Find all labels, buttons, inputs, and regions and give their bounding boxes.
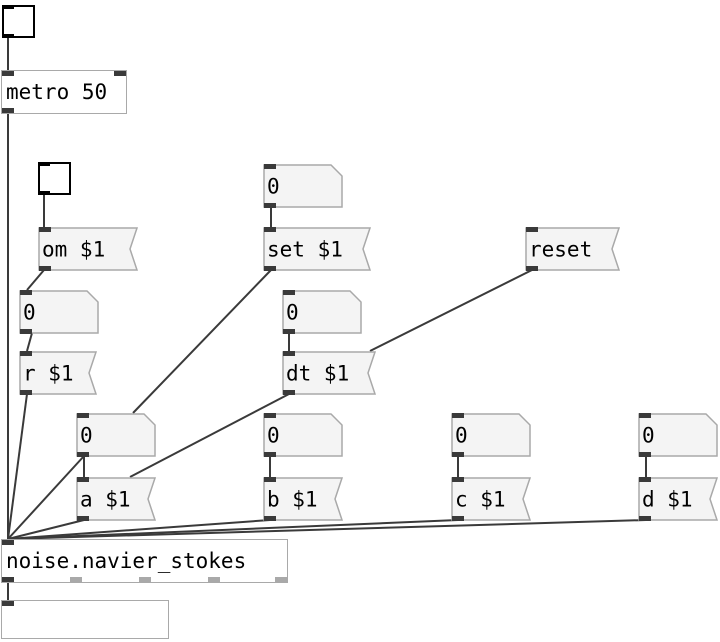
message-label: dt $1 <box>286 361 350 386</box>
metro-outlet <box>2 108 14 113</box>
number-box-dt[interactable]: 0 <box>282 290 362 334</box>
message-b[interactable]: b $1 <box>263 477 344 521</box>
message-label: om $1 <box>42 237 106 262</box>
message-label: set $1 <box>267 237 343 262</box>
number-value: 0 <box>267 174 280 199</box>
number-box-r[interactable]: 0 <box>19 290 99 334</box>
object-outlet-3 <box>139 577 151 582</box>
message-box-shape <box>19 351 98 395</box>
message-reset[interactable]: reset <box>525 227 621 271</box>
metro-label: metro 50 <box>6 79 108 104</box>
number-value: 0 <box>455 423 468 448</box>
navier-stokes-object[interactable]: noise.navier_stokes <box>1 539 288 583</box>
message-om[interactable]: om $1 <box>38 227 139 271</box>
message-label: c $1 <box>455 487 506 512</box>
message-label: a $1 <box>80 487 131 512</box>
number-box-shape <box>263 413 343 457</box>
message-set[interactable]: set $1 <box>263 227 372 271</box>
message-r[interactable]: r $1 <box>19 351 98 395</box>
message-c[interactable]: c $1 <box>451 477 532 521</box>
number-value: 0 <box>286 300 299 325</box>
number-box-shape <box>638 413 718 457</box>
empty-object-inlet <box>2 601 14 606</box>
message-d[interactable]: d $1 <box>638 477 719 521</box>
message-box-shape <box>451 477 532 521</box>
metro-inlet-left <box>2 71 14 76</box>
object-inlet <box>2 540 14 545</box>
message-dt[interactable]: dt $1 <box>282 351 377 395</box>
om-toggle[interactable] <box>38 162 71 195</box>
number-box-b[interactable]: 0 <box>263 413 343 457</box>
metro-object[interactable]: metro 50 <box>1 70 127 114</box>
cord-setmsg-num-a <box>132 269 272 414</box>
number-box-c[interactable]: 0 <box>451 413 531 457</box>
metro-inlet-right <box>114 71 126 76</box>
number-value: 0 <box>23 300 36 325</box>
number-box-shape <box>263 164 343 208</box>
cord-dmsg-object <box>7 519 647 540</box>
object-outlet-5 <box>275 577 287 582</box>
toggle-outlet <box>2 34 14 38</box>
message-label: b $1 <box>267 487 318 512</box>
object-label: noise.navier_stokes <box>6 548 247 573</box>
number-box-set[interactable]: 0 <box>263 164 343 208</box>
cord-num-a-object <box>7 455 85 540</box>
message-label: r $1 <box>23 361 74 386</box>
number-box-d[interactable]: 0 <box>638 413 718 457</box>
message-box-shape <box>76 477 157 521</box>
cord-bmsg-object <box>7 519 271 540</box>
number-box-shape <box>76 413 156 457</box>
cord-om-num-r <box>26 269 45 291</box>
toggle-inlet <box>2 5 14 9</box>
cord-amsg-object <box>7 519 85 540</box>
message-box-shape <box>38 227 139 271</box>
metro-toggle[interactable] <box>2 5 35 38</box>
message-box-shape <box>638 477 719 521</box>
object-outlet-2 <box>70 577 82 582</box>
toggle-outlet <box>38 191 50 195</box>
number-box-a[interactable]: 0 <box>76 413 156 457</box>
cord-num-r-rmsg <box>26 332 33 352</box>
message-box-shape <box>263 477 344 521</box>
toggle-inlet <box>38 162 50 166</box>
number-value: 0 <box>642 423 655 448</box>
object-outlet-4 <box>208 577 220 582</box>
message-label: reset <box>529 237 593 262</box>
object-outlet-1 <box>2 577 14 582</box>
cord-cmsg-object <box>7 519 459 540</box>
cord-reset-dtmsg <box>369 269 533 352</box>
cord-rmsg-object <box>7 393 28 540</box>
number-box-shape <box>282 290 362 334</box>
number-value: 0 <box>267 423 280 448</box>
empty-object-box[interactable] <box>1 600 169 639</box>
number-value: 0 <box>80 423 93 448</box>
message-box-shape <box>263 227 372 271</box>
number-box-shape <box>451 413 531 457</box>
number-box-shape <box>19 290 99 334</box>
message-box-shape <box>282 351 377 395</box>
message-a[interactable]: a $1 <box>76 477 157 521</box>
message-label: d $1 <box>642 487 693 512</box>
message-box-shape <box>525 227 621 271</box>
